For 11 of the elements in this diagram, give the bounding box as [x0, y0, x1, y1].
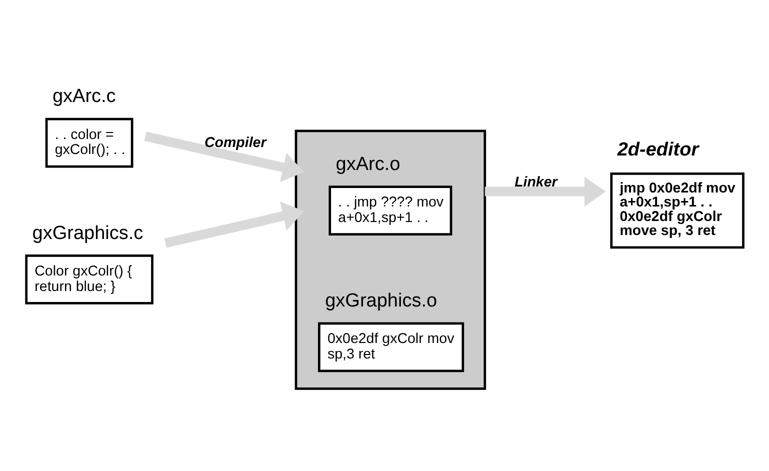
cluster [294, 130, 486, 390]
node-label: 2d-editor [617, 140, 699, 161]
arrow [144, 132, 304, 182]
node-label: gxArc.c [52, 86, 116, 108]
edge-label: Linker [514, 174, 558, 190]
node-label: gxArc.o [336, 154, 400, 175]
arrow [164, 201, 304, 248]
node-label: gxGraphics.c [32, 222, 144, 244]
arrow [484, 176, 606, 206]
edge-label: Compiler [204, 135, 266, 152]
node-label: gxGraphics.o [325, 290, 438, 312]
